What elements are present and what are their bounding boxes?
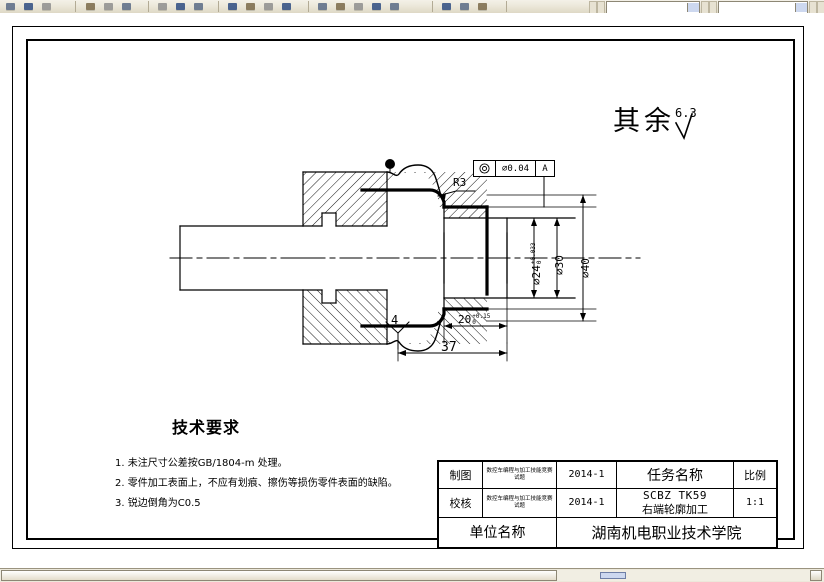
toolbar-file-group[interactable]	[6, 0, 51, 13]
unit-name-label: 单位名称	[439, 517, 557, 547]
technical-requirements-title: 技术要求	[172, 418, 241, 437]
unit-name-value: 湖南机电职业技术学院	[591, 523, 742, 542]
competition-org-label: 数控车编程与加工技能竞赛试题	[483, 488, 557, 517]
scroll-right-button[interactable]	[810, 570, 822, 581]
dimension-dia40: ⌀40	[579, 258, 592, 278]
layer-combo[interactable]	[606, 1, 700, 13]
surface-roughness-value: 6.3	[675, 106, 697, 120]
toolbar-separator	[148, 1, 149, 12]
toolbar-grip[interactable]	[597, 1, 605, 13]
scale-value: 1:1	[745, 497, 765, 509]
save-icon[interactable]	[42, 3, 51, 10]
measure-icon[interactable]	[282, 3, 291, 10]
chevron-down-icon[interactable]	[687, 3, 699, 12]
text-icon[interactable]	[372, 3, 381, 10]
layer-icon[interactable]	[246, 3, 255, 10]
drafter-role-label: 制图	[439, 462, 483, 488]
open-icon[interactable]	[24, 3, 33, 10]
arc-icon[interactable]	[354, 3, 363, 10]
chamfer-callout: 4	[391, 313, 399, 327]
drafter-date: 2014-1	[557, 462, 617, 488]
title-block: 制图 数控车编程与加工技能竞赛试题 2014-1 任务名称 比例 校核 数控车编…	[437, 460, 778, 549]
drawing-border-outer	[12, 26, 804, 549]
checker-role-label: 校核	[439, 488, 483, 517]
toolbar-separator	[75, 1, 76, 12]
dimension-len37: 37	[441, 340, 457, 355]
toolbar-grip[interactable]	[817, 1, 824, 13]
drawing-border-inner	[26, 39, 795, 540]
toolbar-grip[interactable]	[809, 1, 817, 13]
circle-icon[interactable]	[336, 3, 345, 10]
concentricity-icon	[474, 161, 495, 176]
chevron-down-icon[interactable]	[795, 3, 807, 12]
toolbar-view-group[interactable]	[158, 0, 203, 13]
dimension-icon[interactable]	[442, 3, 451, 10]
block-icon[interactable]	[478, 3, 487, 10]
undo-icon[interactable]	[158, 3, 167, 10]
tech-requirement-item: 2. 零件加工表面上，不应有划痕、擦伤等损伤零件表面的缺陷。	[115, 478, 398, 489]
pan-icon[interactable]	[194, 3, 203, 10]
toolbar-separator	[308, 1, 309, 12]
leader-icon[interactable]	[460, 3, 469, 10]
toolbar-grip[interactable]	[709, 1, 717, 13]
surface-note-label: 其余	[613, 106, 675, 137]
toolbar-tool-group[interactable]	[228, 0, 291, 13]
radius-callout: R3	[453, 176, 467, 189]
horizontal-scrollbar[interactable]	[0, 568, 824, 582]
toolbar-strip[interactable]	[0, 0, 824, 14]
line-icon[interactable]	[318, 3, 327, 10]
tech-requirement-item: 3. 锐边倒角为C0.5	[115, 498, 201, 509]
toolbar-grip[interactable]	[589, 1, 597, 13]
toolbar-separator	[218, 1, 219, 12]
toolbar-dim-group[interactable]	[442, 0, 487, 13]
scrollbar-marker[interactable]	[600, 572, 626, 579]
scrollbar-thumb[interactable]	[1, 570, 557, 581]
zoom-icon[interactable]	[176, 3, 185, 10]
part-code: SCBZ TK59	[642, 488, 708, 502]
title-block-row-2: 校核 数控车编程与加工技能竞赛试题 2014-1 SCBZ TK59 右端轮廓加…	[439, 488, 776, 518]
technical-requirements-list: 1. 未注尺寸公差按GB/1804-m 处理。 2. 零件加工表面上，不应有划痕…	[115, 454, 398, 514]
part-identification: SCBZ TK59 右端轮廓加工	[617, 488, 734, 517]
title-block-row-3: 单位名称 湖南机电职业技术学院	[439, 517, 776, 547]
toolbar-grip[interactable]	[701, 1, 709, 13]
datum-reference: A	[535, 161, 554, 176]
toolbar-edit-group[interactable]	[86, 0, 131, 13]
task-name-label: 任务名称	[617, 462, 734, 488]
toolbar-draw-group[interactable]	[318, 0, 399, 13]
tech-requirement-item: 1. 未注尺寸公差按GB/1804-m 处理。	[115, 458, 288, 469]
geometric-tolerance-frame: ⌀0.04 A	[473, 160, 555, 177]
copy-icon[interactable]	[104, 3, 113, 10]
toolbar-separator	[432, 1, 433, 12]
scale-label: 比例	[744, 468, 766, 482]
part-name: 右端轮廓加工	[642, 502, 708, 516]
cut-icon[interactable]	[86, 3, 95, 10]
toolbar-separator	[506, 1, 507, 12]
hatch-icon[interactable]	[390, 3, 399, 10]
print-icon[interactable]	[228, 3, 237, 10]
color-combo[interactable]	[718, 1, 808, 13]
competition-org-label: 数控车编程与加工技能竞赛试题	[483, 462, 557, 488]
tolerance-value: ⌀0.04	[495, 161, 535, 176]
dimension-dia30: ⌀30	[553, 255, 566, 275]
part-drawing	[169, 112, 694, 362]
checker-date: 2014-1	[557, 488, 617, 517]
new-icon[interactable]	[6, 3, 15, 10]
property-icon[interactable]	[264, 3, 273, 10]
paste-icon[interactable]	[122, 3, 131, 10]
title-block-row-1: 制图 数控车编程与加工技能竞赛试题 2014-1 任务名称 比例	[439, 462, 776, 489]
